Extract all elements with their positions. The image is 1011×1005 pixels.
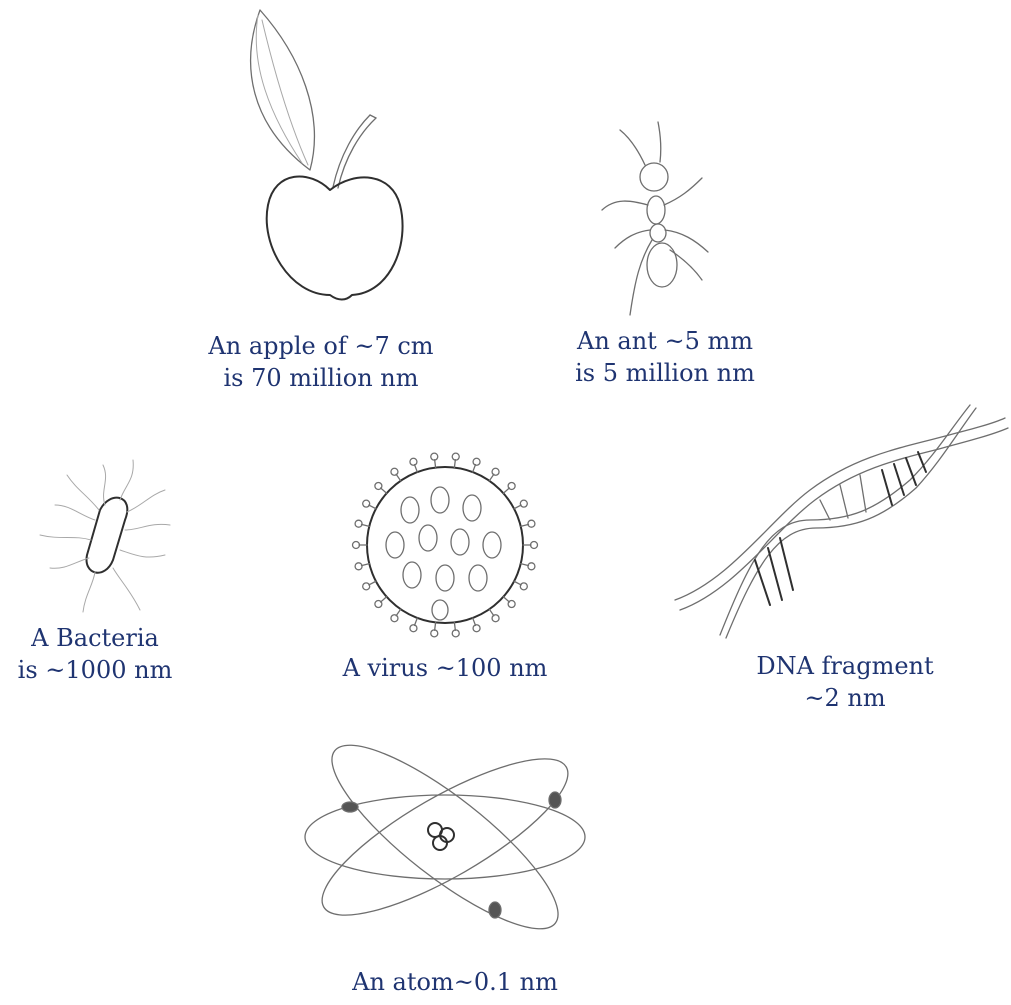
virus-drawing [340, 450, 550, 640]
virus-spike [514, 581, 521, 585]
virus-spike-head [520, 583, 527, 590]
virus-spike [361, 564, 369, 566]
virus-spike [369, 505, 376, 509]
virus-spike-head [391, 468, 398, 475]
virus-spike [521, 564, 529, 566]
virus-spike-head [528, 563, 535, 570]
virus-spike-head [508, 482, 515, 489]
apple-drawing [230, 5, 420, 305]
virus-spike-head [363, 500, 370, 507]
atom-label-line1: An atom~0.1 nm [345, 966, 565, 998]
apple-label-line2: is 70 million nm [196, 362, 446, 394]
virus-spike [381, 597, 387, 602]
ant-drawing [590, 120, 730, 330]
virus-spike [454, 460, 455, 468]
virus-spike-head [508, 601, 515, 608]
dna-label-line2: ~2 nm [735, 682, 955, 714]
virus-spike [454, 622, 455, 630]
virus-label: A virus ~100 nm [335, 652, 555, 684]
atom-label: An atom~0.1 nm [345, 966, 565, 998]
virus-spike-head [375, 482, 382, 489]
virus-spike-head [410, 625, 417, 632]
bacteria-label: A Bacteria is ~1000 nm [0, 622, 190, 686]
virus-spike [503, 597, 509, 602]
bacteria-label-line2: is ~1000 nm [0, 654, 190, 686]
virus-spike [435, 622, 436, 630]
bacteria-label-line1: A Bacteria [0, 622, 190, 654]
virus-spike [396, 609, 401, 616]
virus-spike [415, 465, 418, 472]
virus-spike-head [355, 563, 362, 570]
virus-spike-head [492, 468, 499, 475]
virus-spike [489, 474, 494, 481]
virus-spike-head [473, 458, 480, 465]
virus-spike [396, 474, 401, 481]
apple-label-line1: An apple of ~7 cm [196, 330, 446, 362]
dna-label-line1: DNA fragment [735, 650, 955, 682]
virus-spike [361, 524, 369, 526]
ant-label-line1: An ant ~5 mm [555, 325, 775, 357]
ant-label-line2: is 5 million nm [555, 357, 775, 389]
virus-spike-head [473, 625, 480, 632]
bacteria-drawing [25, 450, 185, 620]
virus-spike-head [492, 615, 499, 622]
virus-spike [415, 618, 418, 625]
virus-spike-head [528, 520, 535, 527]
virus-spike [473, 465, 476, 472]
apple-label: An apple of ~7 cm is 70 million nm [196, 330, 446, 394]
virus-spike [435, 460, 436, 468]
virus-label-line1: A virus ~100 nm [335, 652, 555, 684]
dna-label: DNA fragment ~2 nm [735, 650, 955, 714]
virus-spike-head [363, 583, 370, 590]
ant-label: An ant ~5 mm is 5 million nm [555, 325, 775, 389]
virus-spike [473, 618, 476, 625]
virus-spike [503, 488, 509, 493]
virus-spike [489, 609, 494, 616]
virus-spike-head [410, 458, 417, 465]
virus-spike [521, 524, 529, 526]
virus-spike [369, 581, 376, 585]
virus-spike [381, 488, 387, 493]
virus-spike-head [520, 500, 527, 507]
virus-spike-head [355, 520, 362, 527]
virus-spike-head [375, 601, 382, 608]
virus-spike [514, 505, 521, 509]
virus-spike-head [391, 615, 398, 622]
dna-drawing [660, 400, 1010, 640]
atom-drawing [295, 725, 605, 965]
